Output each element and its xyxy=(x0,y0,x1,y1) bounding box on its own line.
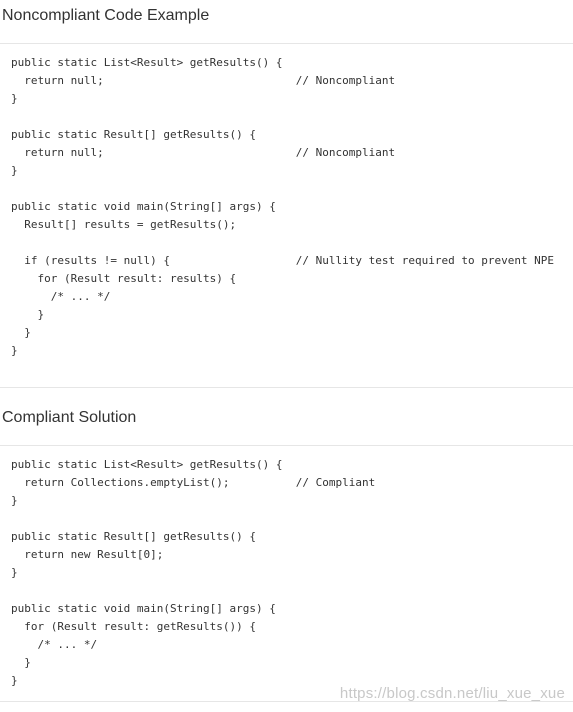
code-line: } xyxy=(11,164,18,177)
code-line: /* ... */ xyxy=(11,290,111,303)
code-line: } xyxy=(11,674,18,687)
code-block-compliant: public static List<Result> getResults() … xyxy=(11,456,375,690)
code-line: } xyxy=(11,566,18,579)
code-line: return null; // Noncompliant xyxy=(11,146,396,159)
code-line xyxy=(11,510,375,528)
code-block-noncompliant: public static List<Result> getResults() … xyxy=(11,54,554,360)
code-line: public static void main(String[] args) { xyxy=(11,602,276,615)
code-line: for (Result result: getResults()) { xyxy=(11,620,257,633)
code-line: for (Result result: results) { xyxy=(11,272,237,285)
section-divider xyxy=(0,701,573,702)
section-divider xyxy=(0,445,573,446)
code-line: } xyxy=(11,92,18,105)
watermark-url: https://blog.csdn.net/liu_xue_xue xyxy=(339,685,565,702)
section-title-noncompliant: Noncompliant Code Example xyxy=(2,7,210,24)
code-line: public static List<Result> getResults() … xyxy=(11,458,283,471)
code-line: public static void main(String[] args) { xyxy=(11,200,276,213)
code-line: } xyxy=(11,344,18,357)
section-divider xyxy=(0,43,573,44)
code-line: } xyxy=(11,494,18,507)
code-line: public static Result[] getResults() { xyxy=(11,530,257,543)
code-line: Result[] results = getResults(); xyxy=(11,218,237,231)
code-line: if (results != null) { // Nullity test r… xyxy=(11,254,555,267)
code-line: return new Result[0]; xyxy=(11,548,164,561)
code-line xyxy=(11,234,554,252)
code-line: } xyxy=(11,656,31,669)
code-line: public static Result[] getResults() { xyxy=(11,128,257,141)
section-title-compliant: Compliant Solution xyxy=(2,409,137,426)
code-line: } xyxy=(11,308,45,321)
code-line: return Collections.emptyList(); // Compl… xyxy=(11,476,376,489)
section-divider xyxy=(0,387,573,388)
code-line xyxy=(11,582,375,600)
code-line: } xyxy=(11,326,31,339)
code-line: public static List<Result> getResults() … xyxy=(11,56,283,69)
code-line: /* ... */ xyxy=(11,638,98,651)
code-line: return null; // Noncompliant xyxy=(11,74,396,87)
code-line xyxy=(11,108,554,126)
code-line xyxy=(11,180,554,198)
